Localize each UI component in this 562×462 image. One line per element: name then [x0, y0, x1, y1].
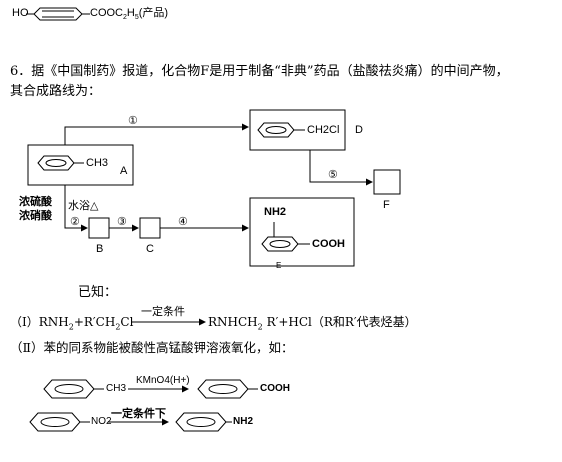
- step-1-marker: ①: [128, 114, 138, 127]
- step-4-marker: ④: [178, 215, 188, 228]
- ex1-reagent: KMnO4(H+): [136, 375, 190, 386]
- label-b: B: [96, 243, 104, 255]
- arrow-step-1: [64, 123, 249, 145]
- box-e: [249, 197, 355, 267]
- question-line-2: 其合成路线为：: [10, 84, 102, 99]
- e-substituent-right: COOH: [312, 238, 345, 250]
- box-f: [373, 169, 401, 195]
- reagent-sulfuric: 浓硫酸: [19, 196, 52, 208]
- benzene-ex1-right-icon: [197, 379, 258, 399]
- water-bath: 水浴△: [68, 199, 99, 212]
- box-a: [27, 144, 134, 186]
- known-i-reactants: （Ⅰ）RNH2+R′CH2Cl: [10, 315, 134, 332]
- ex1-substituent: CH3: [106, 383, 127, 394]
- benzene-ex1-left-icon: [43, 379, 104, 399]
- step-2-marker: ②: [70, 215, 80, 228]
- ex2-substituent: NO2: [91, 416, 112, 427]
- ex2-condition: 一定条件下: [111, 407, 166, 420]
- ex1-product: COOH: [260, 383, 290, 394]
- label-a: A: [120, 165, 128, 177]
- label-c: C: [146, 243, 154, 255]
- benzene-e-icon: [261, 222, 310, 252]
- ex2-product: NH2: [233, 416, 254, 427]
- top-benzene-icon: [26, 7, 90, 21]
- a-substituent: CH3: [86, 157, 109, 169]
- known-i-product: RNHCH2 R′+HCl（R和R′代表烃基）: [208, 315, 417, 332]
- label-d: D: [355, 124, 363, 136]
- benzene-ex2-left-icon: [29, 412, 90, 432]
- e-substituent-top: NH2: [264, 206, 287, 218]
- benzene-ex2-right-icon: [175, 412, 232, 432]
- known-title: 已知：: [78, 285, 118, 300]
- label-f: F: [383, 199, 390, 211]
- label-e: E: [276, 261, 282, 270]
- d-substituent: CH2Cl: [307, 124, 340, 136]
- box-b: [88, 217, 110, 239]
- benzene-a-icon: [37, 155, 84, 171]
- box-d: [249, 109, 346, 151]
- top-ester-label: COOC2H5(产品): [90, 7, 169, 22]
- top-ho-label: HO: [12, 7, 29, 19]
- step-5-marker: ⑤: [328, 168, 338, 181]
- question-line-1: 6．据《中国制药》报道，化合物F是用于制备“非典”药品（盐酸祛炎痛）的中间产物，: [10, 64, 509, 79]
- reagent-nitric: 浓硝酸: [19, 210, 52, 222]
- known-ii-text: （Ⅱ）苯的同系物能被酸性高锰酸钾溶液氧化，如：: [10, 340, 294, 355]
- arrow-step-2: [64, 185, 88, 232]
- arrow-step-5: [309, 150, 373, 186]
- benzene-d-icon: [257, 122, 305, 138]
- known-i-condition: 一定条件: [141, 305, 185, 318]
- box-c: [139, 217, 161, 239]
- step-3-marker: ③: [117, 215, 127, 228]
